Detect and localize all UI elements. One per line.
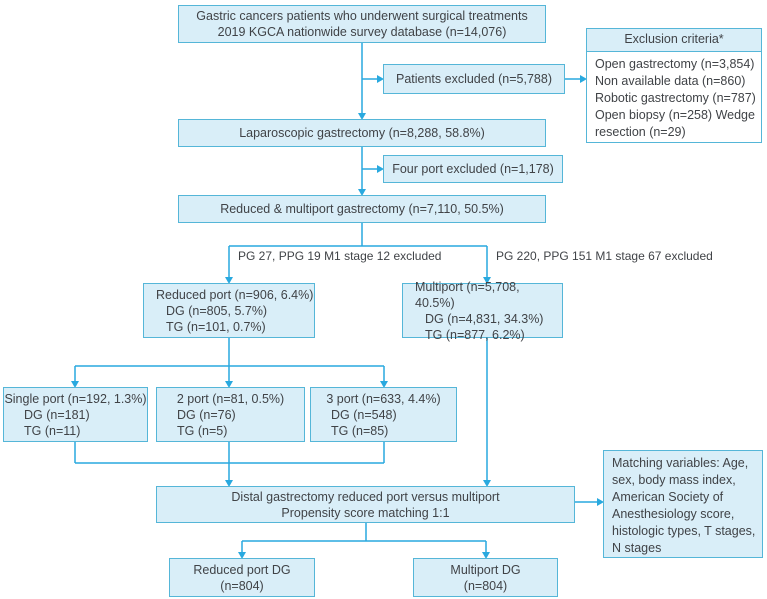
reduced-port-line1: Reduced port (n=906, 6.4%) [156,287,314,302]
multiport-line1: Multiport (n=5,708, 40.5%) [415,279,520,310]
propensity-line2: Propensity score matching 1:1 [281,505,450,520]
two-port-line1: 2 port (n=81, 0.5%) [176,391,285,406]
right-branch-note-line1: PG 220, PPG 151 [496,249,593,263]
patients-excluded-box: Patients excluded (n=5,788) [383,64,565,94]
three-port-line2: DG (n=548) [331,407,397,422]
reduced-port-dg-line1: Reduced port DG [193,562,291,577]
multiport-dg-line2: (n=804) [463,578,508,593]
three-port-line1: 3 port (n=633, 4.4%) [326,391,441,406]
source-population-box: Gastric cancers patients who underwent s… [178,5,546,43]
source-line2: 2019 KGCA nationwide survey database (n=… [217,25,507,39]
four-port-excluded-box: Four port excluded (n=1,178) [383,155,563,183]
right-branch-note: PG 220, PPG 151 M1 stage 67 excluded [496,249,713,264]
left-branch-note-line1: PG 27, PPG 19 [238,249,321,263]
matching-line: Anesthesiology score, [612,507,735,521]
left-branch-note: PG 27, PPG 19 M1 stage 12 excluded [238,249,441,264]
patients-excluded-label: Patients excluded (n=5,788) [395,72,552,86]
two-port-line3: TG (n=5) [177,423,228,438]
matching-line: N stages [612,541,662,555]
laparoscopic-box: Laparoscopic gastrectomy (n=8,288, 58.8%… [178,119,546,147]
single-port-line2: DG (n=181) [24,407,90,422]
matching-line: Age, sex, body mass index, [612,456,749,487]
arrowheads [71,75,604,559]
source-line1: Gastric cancers patients who underwent s… [196,9,528,23]
reduced-port-dg-line2: (n=804) [220,578,264,593]
exclusion-item: Robotic gastrectomy (n=787) [595,91,756,105]
multiport-line3: TG (n=877, 6.2%) [425,327,525,342]
exclusion-item: Open biopsy (n=258) [595,108,713,122]
reduced-multiport-box: Reduced & multiport gastrectomy (n=7,110… [178,195,546,223]
exclusion-item: Wedge resection (n=29) [595,108,755,139]
exclusion-item: Open gastrectomy (n=3,854) [595,57,755,71]
three-port-line3: TG (n=85) [331,423,389,438]
left-branch-note-line2: M1 stage 12 excluded [324,249,442,263]
reduced-port-dg-box: Reduced port DG (n=804) [169,558,315,597]
two-port-line2: DG (n=76) [177,407,236,422]
matching-line: histologic types, T stages, [612,524,756,538]
exclusion-criteria-list: Open gastrectomy (n=3,854) Non available… [587,52,761,141]
reduced-port-line2: DG (n=805, 5.7%) [166,303,268,318]
multiport-line2: DG (n=4,831, 34.3%) [425,311,544,326]
reduced-port-line3: TG (n=101, 0.7%) [166,319,266,334]
three-port-box: 3 port (n=633, 4.4%) DG (n=548) TG (n=85… [310,387,457,442]
four-port-excluded-label: Four port excluded (n=1,178) [392,162,554,176]
matching-line: Matching variables: [612,456,720,470]
single-port-line3: TG (n=11) [24,423,81,438]
multiport-box: Multiport (n=5,708, 40.5%) DG (n=4,831, … [402,280,563,342]
reduced-port-box: Reduced port (n=906, 6.4%) DG (n=805, 5.… [143,283,315,338]
laparoscopic-label: Laparoscopic gastrectomy (n=8,288, 58.8%… [239,126,485,140]
propensity-line1: Distal gastrectomy reduced port versus m… [231,489,500,504]
exclusion-criteria-box: Exclusion criteria* Open gastrectomy (n=… [586,28,762,143]
single-port-line1: Single port (n=192, 1.3%) [4,391,147,406]
two-port-box: 2 port (n=81, 0.5%) DG (n=76) TG (n=5) [156,387,305,442]
single-port-box: Single port (n=192, 1.3%) DG (n=181) TG … [3,387,148,442]
reduced-multiport-label: Reduced & multiport gastrectomy (n=7,110… [220,202,504,216]
propensity-matching-box: Distal gastrectomy reduced port versus m… [156,486,575,523]
multiport-dg-line1: Multiport DG [450,562,521,577]
multiport-dg-box: Multiport DG (n=804) [413,558,558,597]
right-branch-note-line2: M1 stage 67 excluded [595,249,713,263]
matching-variables-box: Matching variables: Age, sex, body mass … [603,450,763,558]
exclusion-criteria-title: Exclusion criteria* [587,29,761,52]
exclusion-item: Non available data (n=860) [595,74,746,88]
matching-line: American Society of [612,490,724,504]
